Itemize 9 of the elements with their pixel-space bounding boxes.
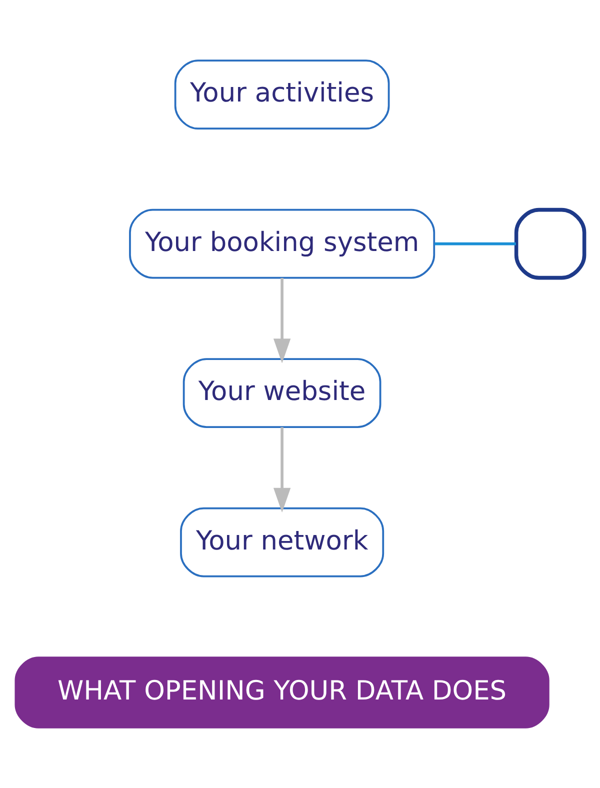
- arrow: [273, 427, 291, 513]
- node-box: Your network: [180, 507, 384, 578]
- connector: [434, 242, 516, 246]
- node-box: [514, 208, 586, 280]
- node-box: WHAT OPENING YOUR DATA DOES: [14, 656, 550, 728]
- node-box: Your activities: [174, 60, 390, 130]
- node-box: Your website: [182, 358, 382, 428]
- node-box: Your booking system: [129, 208, 436, 279]
- arrow: [273, 278, 291, 364]
